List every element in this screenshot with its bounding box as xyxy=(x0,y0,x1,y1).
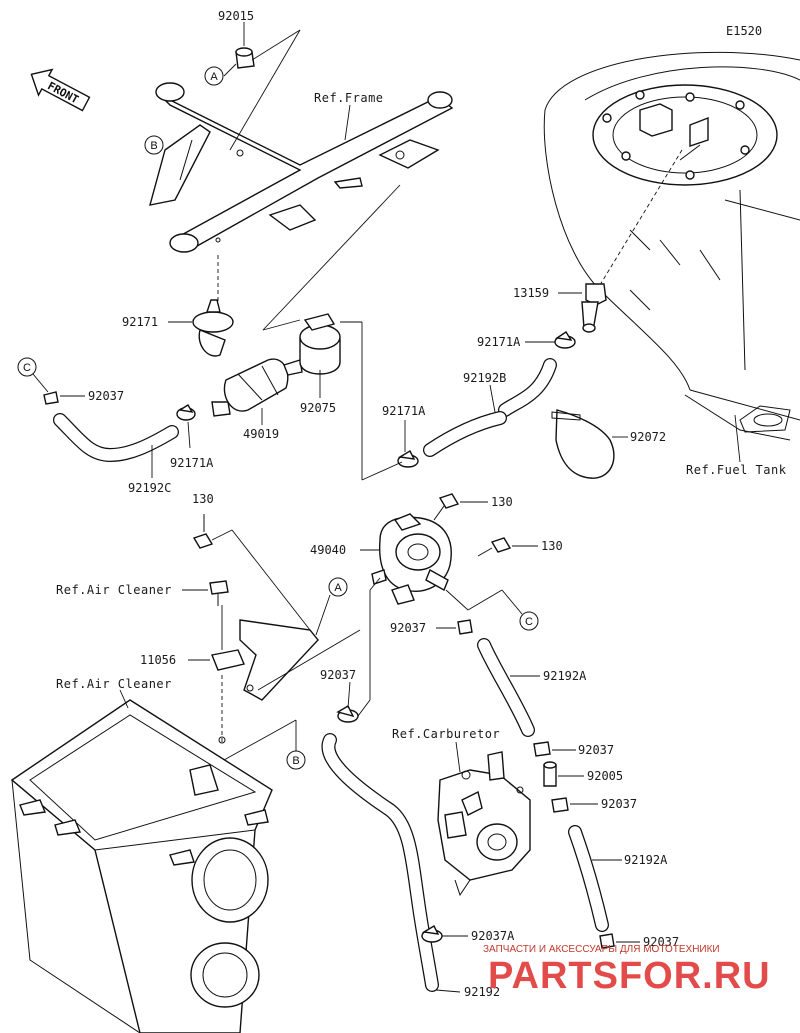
label-130-left: 130 xyxy=(192,492,214,506)
callout-c-left xyxy=(17,357,37,377)
bolt-air-cleaner xyxy=(209,580,229,606)
hose-92192a-upper xyxy=(477,638,535,737)
label-92037-air: 92037 xyxy=(320,668,356,682)
hose-92192a-lower xyxy=(568,825,609,932)
clip-92037-r1 xyxy=(533,741,551,757)
svg-text:C: C xyxy=(23,362,31,374)
label-92037-bottom: 92037 xyxy=(643,935,679,949)
holder-92075 xyxy=(299,313,341,375)
bolt-130-left xyxy=(192,514,214,549)
label-92171a-mid: 92171A xyxy=(382,404,426,418)
fuel-tank xyxy=(543,51,800,441)
hose-92192b xyxy=(423,358,557,457)
frame xyxy=(149,82,454,253)
label-92171a-right: 92171A xyxy=(477,335,521,349)
watermark-logo: PARTSFOR.RU xyxy=(488,955,771,997)
label-92015: 92015 xyxy=(218,9,254,23)
svg-text:A: A xyxy=(334,582,342,594)
fuel-filter-49019 xyxy=(211,358,303,417)
label-92037-pump: 92037 xyxy=(390,621,426,635)
label-92005: 92005 xyxy=(587,769,623,783)
bolt-130-top xyxy=(433,493,460,521)
ref-air-cleaner-bolt: Ref.Air Cleaner xyxy=(56,583,172,597)
label-11056: 11056 xyxy=(140,653,176,667)
clip-92037-air xyxy=(336,705,359,723)
label-130-top: 130 xyxy=(491,495,513,509)
bracket-11056 xyxy=(211,619,319,701)
label-49019: 49019 xyxy=(243,427,279,441)
svg-text:A: A xyxy=(210,71,218,83)
band-92072 xyxy=(551,409,615,479)
front-arrow: FRONT xyxy=(30,68,91,112)
callout-a-top xyxy=(204,66,224,86)
label-92037a: 92037A xyxy=(471,929,515,943)
diagram-code: E1520 xyxy=(726,24,762,38)
ref-carburetor: Ref.Carburetor xyxy=(392,727,500,741)
callout-b-top xyxy=(144,135,164,155)
label-92037-r2: 92037 xyxy=(601,797,637,811)
label-130-right: 130 xyxy=(541,539,563,553)
spacer-92015 xyxy=(235,47,255,69)
label-92037-left: 92037 xyxy=(88,389,124,403)
label-92192: 92192 xyxy=(464,985,500,999)
clip-92037-r2 xyxy=(551,797,569,813)
ref-fuel-tank: Ref.Fuel Tank xyxy=(686,463,787,477)
label-92037-r1: 92037 xyxy=(578,743,614,757)
carburetor xyxy=(437,751,531,897)
watermark-tagline: ЗАПЧАСТИ И АКСЕССУАРЫ ДЛЯ МОТОТЕХНИКИ xyxy=(483,944,720,955)
callout-c-pump xyxy=(519,611,539,631)
label-92171: 92171 xyxy=(122,315,158,329)
clip-92037-left xyxy=(43,391,59,405)
label-92192c: 92192C xyxy=(128,481,171,495)
clip-92171a-mid xyxy=(397,450,419,468)
fuel-pump-49040 xyxy=(371,513,452,605)
label-13159: 13159 xyxy=(513,286,549,300)
ref-frame: Ref.Frame xyxy=(314,91,384,105)
clip-92171a-right xyxy=(554,331,576,349)
svg-text:B: B xyxy=(150,140,157,152)
air-cleaner-box xyxy=(10,699,273,1033)
svg-text:B: B xyxy=(292,755,299,767)
hose-92192 xyxy=(321,733,439,992)
callout-b-bottom xyxy=(286,750,306,770)
label-92192a-upper: 92192A xyxy=(543,669,587,683)
clip-92171a-left xyxy=(176,404,196,421)
label-92072: 92072 xyxy=(630,430,666,444)
callout-a-mid xyxy=(328,577,348,597)
label-92192a-lower: 92192A xyxy=(624,853,668,867)
bolt-130-right xyxy=(477,537,512,557)
clip-92037-bottom xyxy=(599,933,615,949)
label-92192b: 92192B xyxy=(463,371,506,385)
svg-text:C: C xyxy=(525,616,533,628)
fitting-13159 xyxy=(581,149,683,333)
label-49040: 49040 xyxy=(310,543,346,557)
label-92075: 92075 xyxy=(300,401,336,415)
clip-92171 xyxy=(192,255,234,357)
label-92171a-left: 92171A xyxy=(170,456,214,470)
joint-92005 xyxy=(543,761,557,787)
hose-92192c xyxy=(53,413,179,463)
ref-air-cleaner: Ref.Air Cleaner xyxy=(56,677,172,691)
clip-92037-pump xyxy=(457,619,473,635)
